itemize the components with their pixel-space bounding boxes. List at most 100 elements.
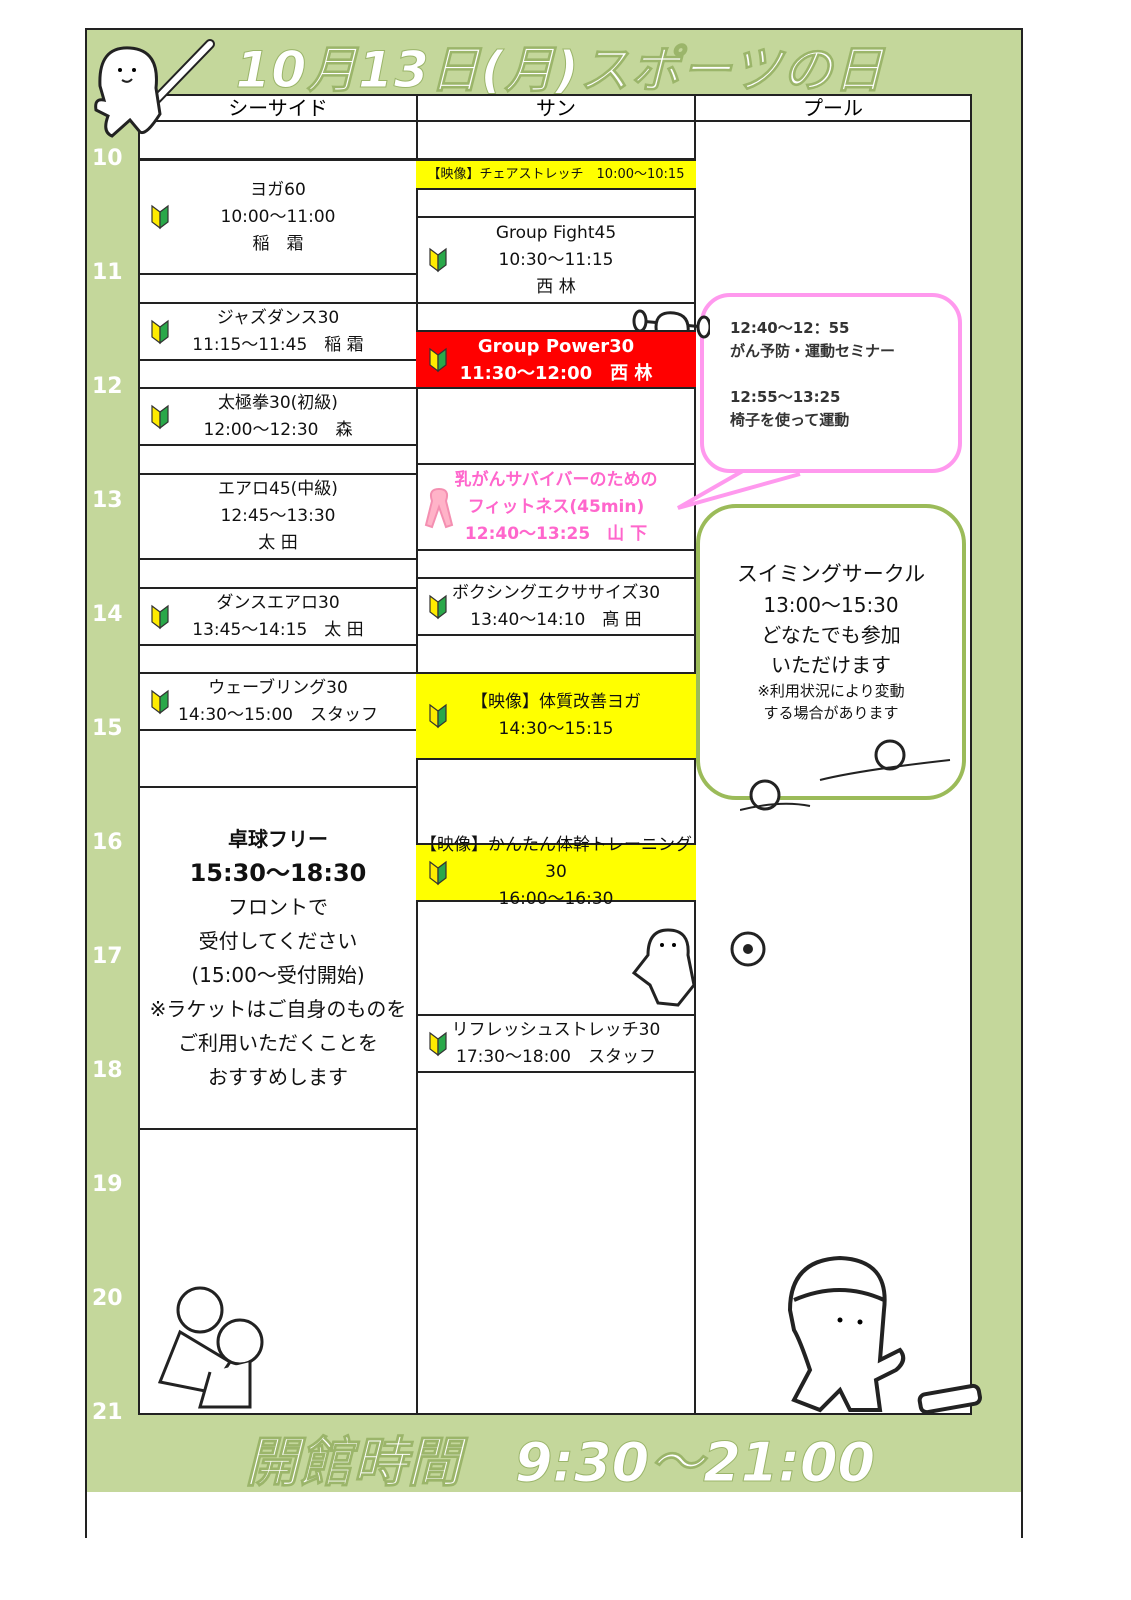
hour-label: 16: [92, 830, 123, 855]
beginner-mark-icon: [428, 703, 448, 738]
beginner-mark-icon: [428, 347, 448, 381]
sun-class-block: ボクシングエクササイズ30 13:40〜14:10 髙 田: [416, 577, 696, 636]
seaside-class-block: ダンスエアロ30 13:45〜14:15 太 田: [138, 587, 418, 646]
sun-class-block: 乳がんサバイバーのためのフィットネス(45min) 12:40〜13:25 山 下: [416, 463, 696, 551]
seaside-class-block: ヨガ60 10:00〜11:00 稲 霜: [138, 159, 418, 275]
class-detail: 受付してください: [198, 929, 358, 953]
hour-label: 17: [92, 944, 123, 969]
page-title: 10月13日(月)スポーツの日: [235, 41, 885, 100]
class-detail: 15:30〜18:30: [189, 859, 367, 887]
soccer-mascot-illustration: [631, 928, 766, 1007]
class-detail: (15:00〜受付開始): [191, 963, 365, 987]
beginner-mark-icon: [428, 1031, 448, 1066]
class-name: ボクシングエクササイズ30: [451, 582, 661, 603]
hour-label: 12: [92, 374, 123, 399]
hour-label: 11: [92, 260, 123, 285]
swimmers-mascot-illustration: [740, 739, 951, 811]
class-name: 太極拳30(初級): [218, 392, 338, 413]
class-detail: 13:40〜14:10 髙 田: [470, 609, 642, 630]
column-header-seaside: シーサイド: [138, 94, 418, 122]
class-name: 【映像】体質改善ヨガ: [471, 692, 641, 712]
sun-class-block: Group Fight45 10:30〜11:15 西 林: [416, 216, 696, 304]
class-detail: フロントで: [228, 895, 328, 919]
sun-class-block: 【映像】体質改善ヨガ 14:30〜15:15: [416, 672, 696, 760]
seminar-speech-bubble-tail: [677, 466, 801, 510]
seminar-time-1: 12:40〜12：55: [730, 319, 850, 337]
hour-label: 18: [92, 1058, 123, 1083]
class-detail: 14:30〜15:00 スタッフ: [178, 704, 378, 725]
sun-class-block: 【映像】かんたん体幹トレーニング30 16:00〜16:30: [416, 835, 696, 909]
class-detail: 10:00〜11:00: [220, 206, 336, 227]
hour-label: 21: [92, 1400, 123, 1425]
class-name: 【映像】かんたん体幹トレーニング30: [420, 835, 692, 882]
seminar-title-2: 椅子を使って運動: [730, 411, 850, 429]
class-detail: 17:30〜18:00 スタッフ: [456, 1046, 656, 1067]
swimming-note-2: する場合があります: [763, 704, 899, 722]
hour-label: 10: [92, 146, 123, 171]
column-header-sun: サン: [416, 94, 696, 122]
seaside-class-block: エアロ45(中級) 12:45〜13:30 太 田: [138, 473, 418, 560]
class-detail: 10:30〜11:15: [498, 249, 614, 270]
seminar-bubble: 12:40〜12：55 がん予防・運動セミナー 12:55〜13:25 椅子を使…: [700, 293, 962, 473]
hour-label: 20: [92, 1286, 123, 1311]
swimming-time: 13:00〜15:30: [763, 593, 899, 617]
class-detail: 太 田: [258, 533, 298, 553]
class-name: 卓球フリー: [228, 827, 328, 851]
class-detail: 12:45〜13:30: [220, 506, 336, 526]
seaside-class-block: ジャズダンス30 11:15〜11:45 稲 霜: [138, 302, 418, 361]
class-name: ヨガ60: [250, 179, 306, 200]
class-detail: 12:40〜13:25 山 下: [464, 523, 648, 544]
class-detail: 11:15〜11:45 稲 霜: [192, 334, 364, 355]
sun-class-block: Group Power30 11:30〜12:00 西 林: [416, 330, 696, 389]
sun-class-block: リフレッシュストレッチ30 17:30〜18:00 スタッフ: [416, 1014, 696, 1073]
beginner-mark-icon: [428, 247, 448, 282]
class-name: ウェーブリング30: [208, 677, 348, 698]
class-detail: 西 林: [536, 276, 576, 297]
seaside-class-block: 卓球フリー 15:30〜18:30 フロントで受付してください (15:00〜受付開始…: [138, 786, 418, 1130]
class-name: ダンスエアロ30: [216, 592, 340, 613]
class-detail: おすすめします: [208, 1065, 348, 1089]
class-detail: 16:00〜16:30: [498, 889, 614, 909]
left-border: [85, 28, 87, 1538]
beginner-mark-icon: [428, 860, 448, 895]
beginner-mark-icon: [428, 594, 448, 629]
column-header-pool: プール: [694, 94, 972, 122]
hour-label: 14: [92, 602, 123, 627]
class-name: リフレッシュストレッチ30: [451, 1019, 661, 1040]
seaside-class-block: 太極拳30(初級)12:00〜12:30 森: [138, 387, 418, 446]
sun-class-block: 【映像】チェアストレッチ 10:00〜10:15: [416, 159, 696, 190]
players-mascot-illustration: [157, 1286, 264, 1409]
seminar-time-2: 12:55〜13:25: [730, 388, 841, 406]
class-name: エアロ45(中級): [218, 479, 338, 499]
right-border: [1021, 28, 1023, 1538]
hour-label: 13: [92, 488, 123, 513]
class-detail: 13:45〜14:15 太 田: [192, 619, 364, 640]
class-detail: 稲 霜: [252, 233, 304, 254]
class-detail: 11:30〜12:00 西 林: [459, 362, 653, 384]
class-name: Group Fight45: [495, 222, 617, 243]
swimming-desc-2: いただけます: [771, 653, 891, 677]
beginner-mark-icon: [150, 689, 170, 724]
class-name: Group Power30: [477, 335, 635, 357]
swimming-circle-box: スイミングサークル 13:00〜15:30 どなたでも参加 いただけます ※利用…: [696, 504, 966, 800]
seminar-title-1: がん予防・運動セミナー: [730, 342, 896, 360]
swimming-title: スイミングサークル: [736, 562, 926, 586]
beginner-mark-icon: [150, 604, 170, 639]
swimming-note: ※利用状況により変動: [757, 682, 905, 700]
class-detail: フィットネス(45min): [467, 496, 645, 517]
baseball-player-mascot-illustration: [787, 1255, 982, 1415]
class-detail: 14:30〜15:15: [498, 719, 614, 739]
beginner-mark-icon: [150, 204, 170, 239]
class-name: 乳がんサバイバーのための: [454, 469, 658, 490]
opening-hours: 開館時間 9:30〜21:00: [244, 1431, 876, 1495]
beginner-mark-icon: [150, 319, 170, 354]
beginner-mark-icon: [150, 404, 170, 439]
class-name: ジャズダンス30: [216, 307, 340, 328]
hour-label: 15: [92, 716, 123, 741]
class-detail: ご利用いただくことを: [178, 1031, 378, 1055]
hour-label: 19: [92, 1172, 123, 1197]
class-detail: ※ラケットはご自身のものを: [149, 997, 407, 1021]
batter-mascot-illustration: [94, 39, 215, 138]
class-name: 【映像】チェアストレッチ 10:00〜10:15: [427, 167, 685, 182]
